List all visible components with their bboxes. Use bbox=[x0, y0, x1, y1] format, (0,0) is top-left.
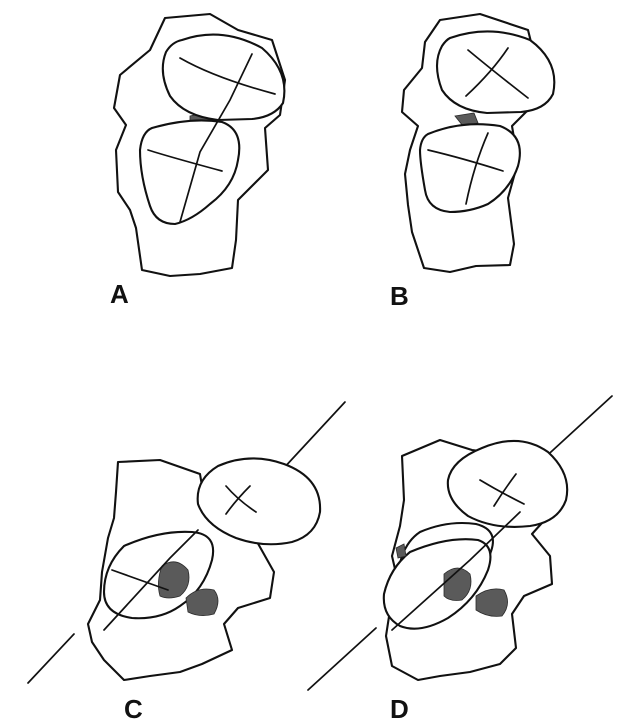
panel-c-axis-line-upper bbox=[282, 402, 345, 470]
panel-d-axis-line-upper bbox=[540, 396, 612, 462]
panel-b-label: B bbox=[390, 281, 409, 311]
panel-a: A bbox=[110, 14, 285, 309]
panel-d: D bbox=[308, 396, 612, 723]
panel-a-label: A bbox=[110, 279, 129, 309]
panel-c: C bbox=[28, 402, 345, 723]
panel-d-axis-line-lower bbox=[308, 628, 376, 690]
panel-d-label: D bbox=[390, 694, 409, 723]
panel-c-axis-line-lower bbox=[28, 634, 74, 683]
panel-c-label: C bbox=[124, 694, 143, 723]
panel-d-shaded-area-2 bbox=[476, 589, 508, 617]
panel-b: B bbox=[390, 14, 554, 311]
